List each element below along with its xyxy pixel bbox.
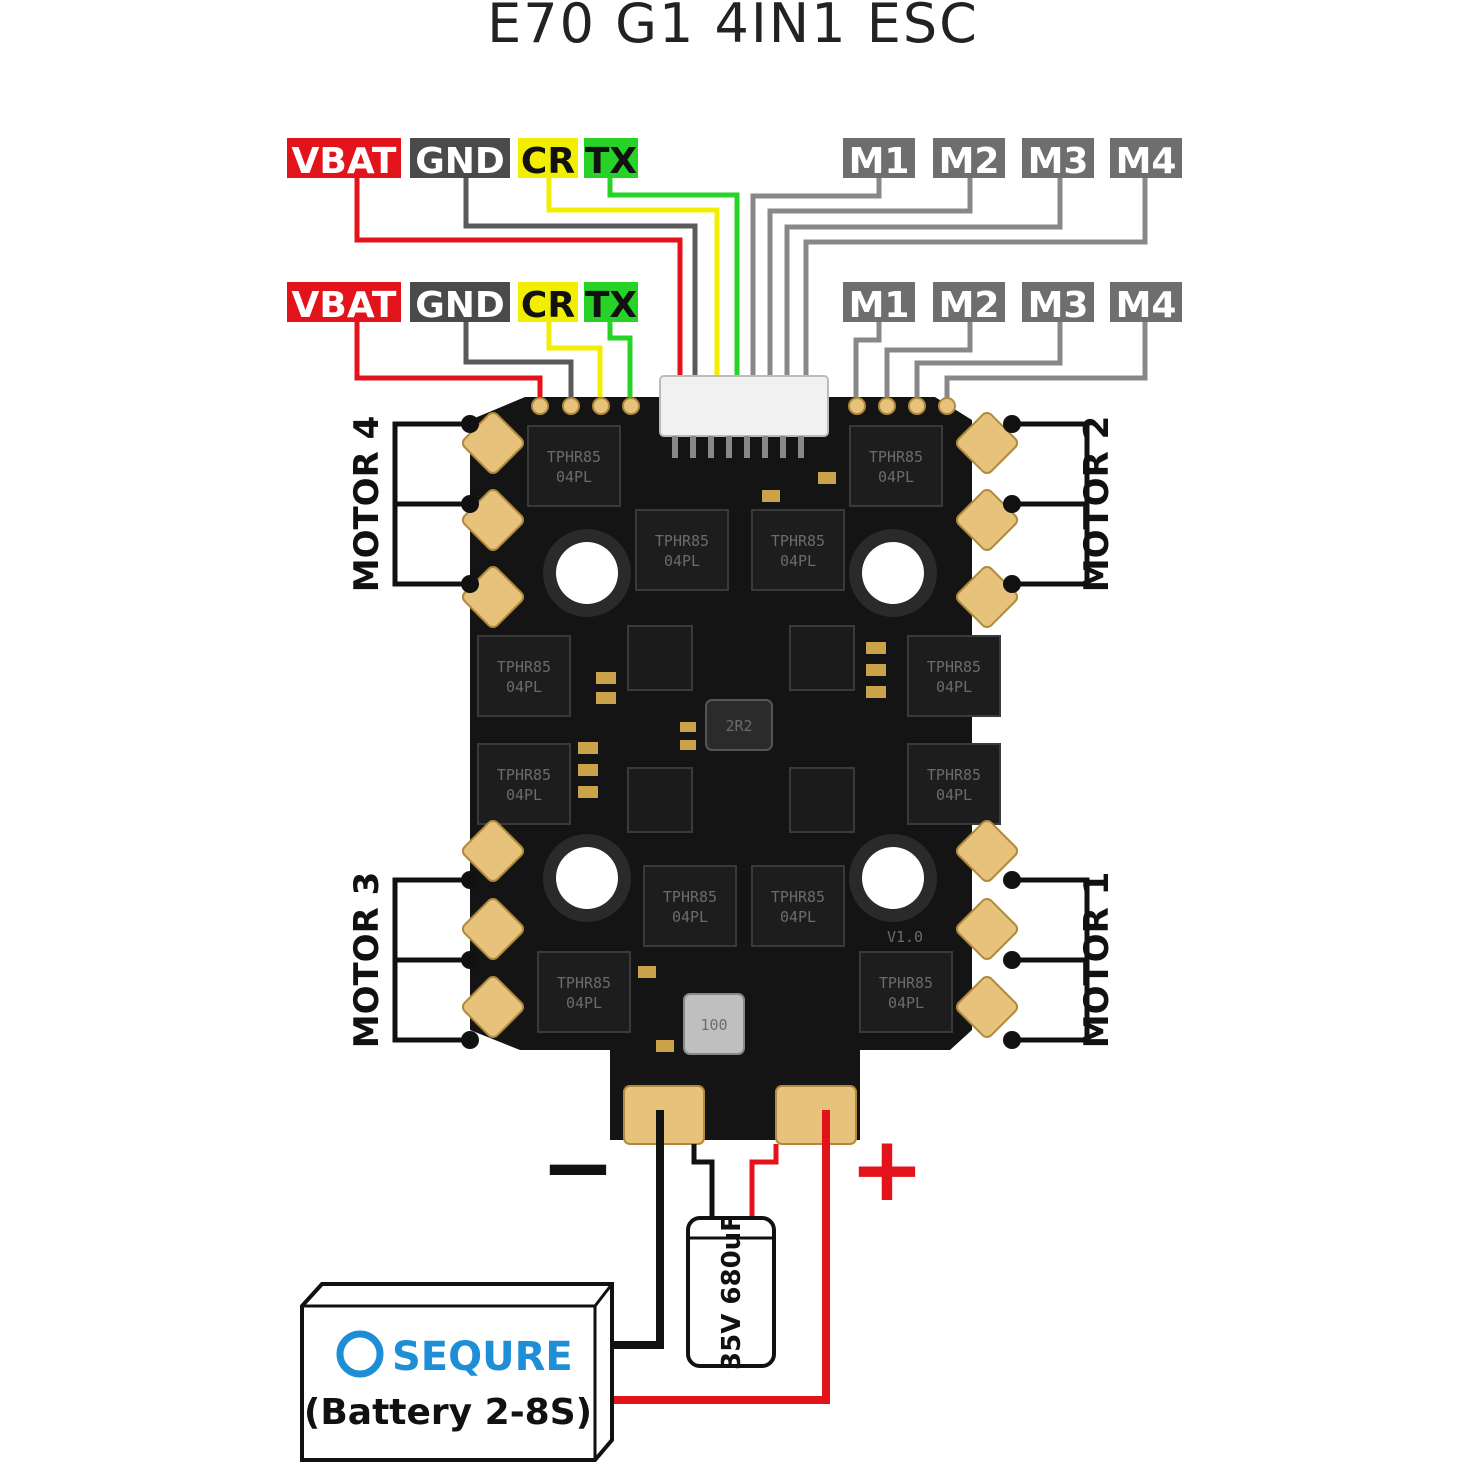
label-box-tx xyxy=(584,282,638,322)
inductor-top xyxy=(705,699,773,751)
inductor-bottom xyxy=(683,993,745,1055)
mosfet-markings: TPHR85 04PL TPHR85 04PL TPHR85 04PL TPHR… xyxy=(497,448,981,1012)
svg-text:TPHR85: TPHR85 xyxy=(869,448,923,466)
label-m2: M2 xyxy=(939,141,1000,182)
label-cr: CR xyxy=(521,141,575,182)
negative-sign: − xyxy=(540,1115,615,1220)
svg-text:04PL: 04PL xyxy=(780,908,816,926)
svg-text:04PL: 04PL xyxy=(780,552,816,570)
svg-text:04PL: 04PL xyxy=(566,994,602,1012)
svg-text:TPHR85: TPHR85 xyxy=(497,766,551,784)
diagram-title: E70 G1 4IN1 ESC xyxy=(487,0,979,55)
motor-pads xyxy=(461,411,1019,1039)
label-box-m2 xyxy=(933,138,1005,178)
connector-labels-row-2: VBAT GND CR TX M1 M2 M3 M4 xyxy=(287,282,1182,326)
battery-label: (Battery 2-8S) xyxy=(304,1392,592,1433)
connector-labels-row-1: VBAT GND CR TX M1 M2 M3 M4 xyxy=(287,138,1182,182)
svg-text:TPHR85: TPHR85 xyxy=(655,532,709,550)
capacitor: 35V 680uF xyxy=(686,1214,776,1370)
svg-text:TPHR85: TPHR85 xyxy=(927,766,981,784)
label-m4: M4 xyxy=(1116,285,1177,326)
svg-text:04PL: 04PL xyxy=(672,908,708,926)
jst-pins xyxy=(672,436,804,458)
label-m1: M1 xyxy=(849,141,910,182)
svg-text:TPHR85: TPHR85 xyxy=(879,974,933,992)
svg-text:04PL: 04PL xyxy=(888,994,924,1012)
label-box-vbat xyxy=(287,138,401,178)
label-gnd: GND xyxy=(415,285,505,326)
svg-text:TPHR85: TPHR85 xyxy=(557,974,611,992)
battery-brand: SEQURE xyxy=(392,1334,573,1380)
motor-2-label: MOTOR 2 xyxy=(1077,416,1117,593)
wires xyxy=(354,178,1148,400)
positive-sign: + xyxy=(849,1117,924,1222)
label-box-m4 xyxy=(1110,282,1182,322)
svg-text:TPHR85: TPHR85 xyxy=(927,658,981,676)
inductor-top-label: 2R2 xyxy=(725,717,752,735)
svg-text:TPHR85: TPHR85 xyxy=(771,532,825,550)
label-box-cr xyxy=(518,282,578,322)
inductor-bottom-label: 100 xyxy=(700,1016,727,1034)
battery: SEQURE (Battery 2-8S) xyxy=(300,1282,614,1462)
sequre-logo-icon xyxy=(336,1330,384,1378)
svg-text:04PL: 04PL xyxy=(878,468,914,486)
label-box-cr xyxy=(518,138,578,178)
label-vbat: VBAT xyxy=(292,141,397,182)
label-box-m3 xyxy=(1022,282,1094,322)
jst-connector xyxy=(659,375,829,437)
mounting-holes xyxy=(543,529,937,922)
svg-text:TPHR85: TPHR85 xyxy=(663,888,717,906)
label-box-tx xyxy=(584,138,638,178)
label-box-m4 xyxy=(1110,138,1182,178)
label-box-m2 xyxy=(933,282,1005,322)
label-box-gnd xyxy=(410,138,510,178)
motor-bracket-dots xyxy=(461,415,1021,1049)
mosfets xyxy=(477,425,1001,1033)
label-vbat: VBAT xyxy=(292,285,397,326)
svg-text:04PL: 04PL xyxy=(936,786,972,804)
power-wires xyxy=(600,1110,830,1404)
svg-text:TPHR85: TPHR85 xyxy=(497,658,551,676)
label-box-m1 xyxy=(843,282,915,322)
svg-text:04PL: 04PL xyxy=(936,678,972,696)
label-cr: CR xyxy=(521,285,575,326)
capacitor-label: 35V 680uF xyxy=(717,1214,747,1370)
label-tx: TX xyxy=(585,141,638,182)
svg-text:04PL: 04PL xyxy=(664,552,700,570)
svg-text:04PL: 04PL xyxy=(506,678,542,696)
battery-pad-positive xyxy=(775,1085,857,1145)
motor-4-label: MOTOR 4 xyxy=(347,416,387,593)
label-box-m3 xyxy=(1022,138,1094,178)
svg-text:TPHR85: TPHR85 xyxy=(547,448,601,466)
signal-pads xyxy=(531,397,956,415)
svg-text:TPHR85: TPHR85 xyxy=(771,888,825,906)
label-m1: M1 xyxy=(849,285,910,326)
svg-text:04PL: 04PL xyxy=(506,786,542,804)
label-gnd: GND xyxy=(415,141,505,182)
board-version: V1.0 xyxy=(887,928,923,946)
label-m2: M2 xyxy=(939,285,1000,326)
motor-brackets xyxy=(392,421,1090,1043)
svg-text:04PL: 04PL xyxy=(556,468,592,486)
passive-components xyxy=(578,472,886,1052)
label-m3: M3 xyxy=(1028,141,1089,182)
motor-3-label: MOTOR 3 xyxy=(347,872,387,1049)
label-box-vbat xyxy=(287,282,401,322)
label-box-m1 xyxy=(843,138,915,178)
label-m4: M4 xyxy=(1116,141,1177,182)
esc-board: TPHR85 04PL TPHR85 04PL TPHR85 04PL TPHR… xyxy=(461,375,1019,1145)
label-m3: M3 xyxy=(1028,285,1089,326)
label-tx: TX xyxy=(585,285,638,326)
motor-1-label: MOTOR 1 xyxy=(1077,872,1117,1049)
driver-chips xyxy=(627,625,855,833)
label-box-gnd xyxy=(410,282,510,322)
